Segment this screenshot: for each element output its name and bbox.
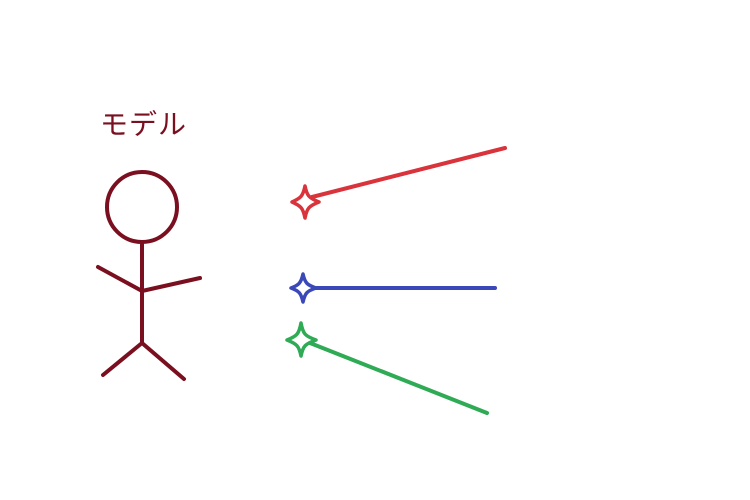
blue-ray-group bbox=[289, 272, 497, 304]
figure-head bbox=[105, 170, 179, 244]
green-ray-line bbox=[308, 341, 489, 415]
red-sparkle-icon bbox=[290, 184, 321, 220]
figure-right-arm bbox=[140, 276, 202, 293]
green-sparkle-icon bbox=[285, 321, 318, 358]
figure-left-leg bbox=[101, 341, 144, 377]
blue-sparkle-icon bbox=[289, 272, 318, 304]
stick-figure-icon bbox=[96, 170, 202, 381]
model-label: モデル bbox=[100, 108, 188, 141]
red-ray-group bbox=[290, 146, 507, 220]
figure-right-leg bbox=[140, 341, 186, 381]
red-ray-line bbox=[310, 146, 507, 199]
figure-left-arm bbox=[96, 265, 144, 293]
green-ray-group bbox=[285, 321, 489, 415]
